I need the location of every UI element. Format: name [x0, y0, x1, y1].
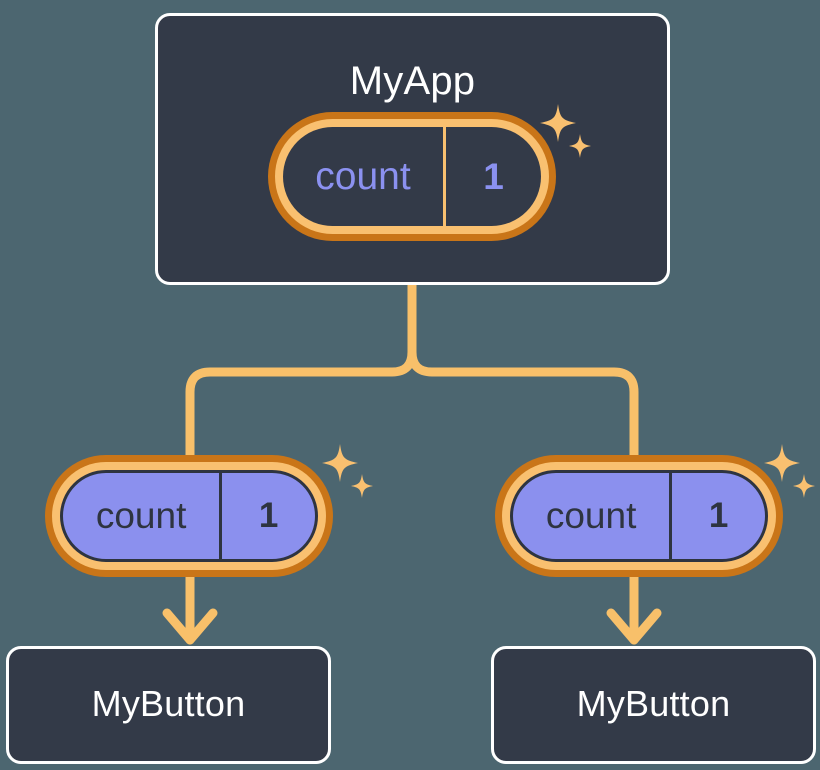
- arrow-left-head: [162, 608, 218, 645]
- component-title-myapp: MyApp: [349, 59, 476, 103]
- state-value-myapp: 1: [483, 155, 504, 197]
- state-key-left: count: [63, 473, 223, 559]
- state-pill-body: count 1: [60, 470, 318, 562]
- state-pill-right[interactable]: count 1: [495, 455, 783, 577]
- component-title-mybutton-right: MyButton: [576, 683, 731, 724]
- state-pill-body: count 1: [510, 470, 768, 562]
- state-pill-ring-inner: count 1: [502, 462, 776, 570]
- component-card-mybutton-left[interactable]: MyButton: [6, 646, 331, 764]
- state-key-myapp: count: [283, 127, 446, 226]
- state-pill-body: count 1: [283, 127, 541, 226]
- state-key-right: count: [513, 473, 673, 559]
- state-pill-myapp[interactable]: count 1: [268, 112, 556, 241]
- component-title-mybutton-left: MyButton: [91, 683, 246, 724]
- connector-branch-right: [407, 347, 639, 467]
- state-pill-ring-inner: count 1: [52, 462, 326, 570]
- state-pill-ring-inner: count 1: [275, 119, 549, 234]
- state-value-left: 1: [258, 496, 279, 535]
- arrow-right-head: [606, 608, 662, 645]
- state-value-right: 1: [708, 496, 729, 535]
- state-pill-left[interactable]: count 1: [45, 455, 333, 577]
- component-card-mybutton-right[interactable]: MyButton: [491, 646, 816, 764]
